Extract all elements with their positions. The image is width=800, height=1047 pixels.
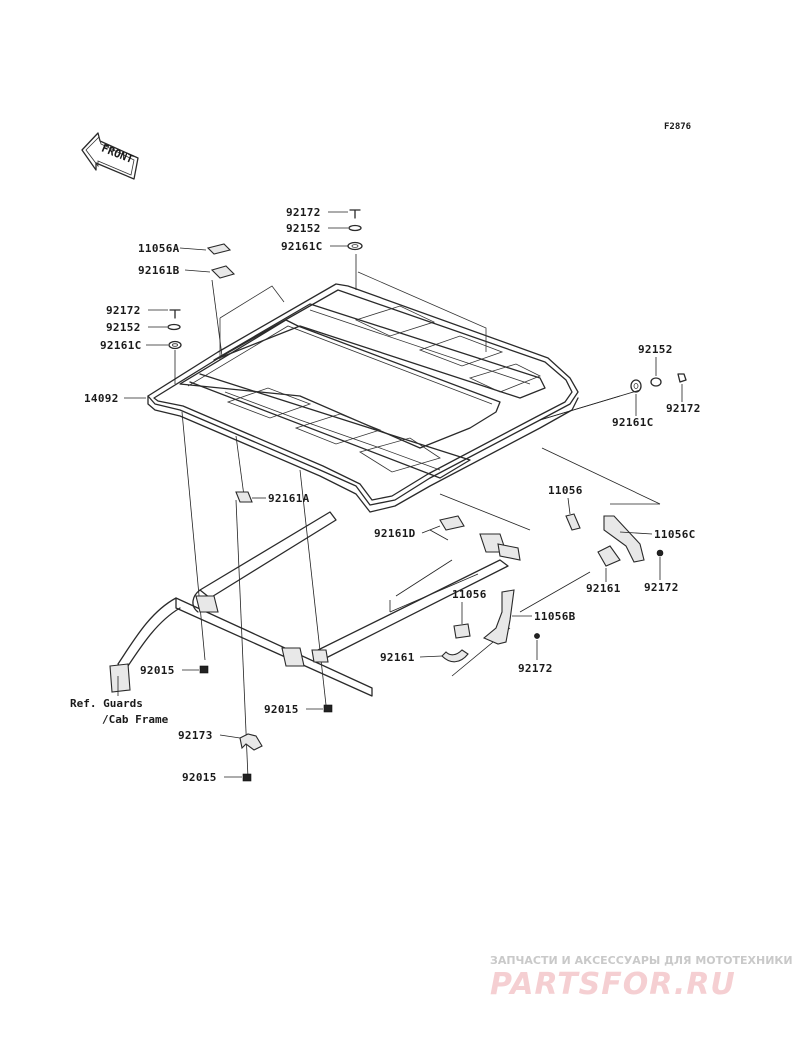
label-92172-left: 92172 — [106, 304, 141, 317]
label-92161C-right: 92161C — [612, 416, 654, 429]
callout-labels: 92172 92152 92161C 11056A 92161B 92172 9… — [70, 206, 701, 784]
hardware — [167, 209, 687, 782]
front-direction-arrow: FRONT — [81, 132, 139, 180]
watermark: ЗАПЧАСТИ И АКСЕССУАРЫ ДЛЯ МОТОТЕХНИКИ PA… — [490, 954, 793, 1002]
label-92015-mid: 92015 — [264, 703, 299, 716]
label-92172-right: 92172 — [666, 402, 701, 415]
label-14092: 14092 — [84, 392, 119, 405]
label-92173: 92173 — [178, 729, 213, 742]
label-11056B: 11056B — [534, 610, 576, 623]
label-11056-upper: 11056 — [548, 484, 583, 497]
label-92152-right: 92152 — [638, 343, 673, 356]
label-92161A: 92161A — [268, 492, 310, 505]
label-11056A: 11056A — [138, 242, 180, 255]
label-92161C-left: 92161C — [100, 339, 142, 352]
label-11056C: 11056C — [654, 528, 696, 541]
label-92152-left: 92152 — [106, 321, 141, 334]
label-92015-bottom: 92015 — [182, 771, 217, 784]
label-92172-top: 92172 — [286, 206, 321, 219]
label-11056-lower: 11056 — [452, 588, 487, 601]
front-label: FRONT — [100, 142, 136, 167]
ref-note-line1: Ref. Guards — [70, 697, 143, 710]
label-92161B: 92161B — [138, 264, 180, 277]
label-92172-lower: 92172 — [518, 662, 553, 675]
cab-frame-tubes — [109, 511, 521, 697]
label-92172-mid: 92172 — [644, 581, 679, 594]
watermark-brand: PARTSFOR.RU — [490, 967, 736, 1002]
label-92161D: 92161D — [374, 527, 416, 540]
roof-panel — [147, 271, 579, 513]
label-92161-right: 92161 — [586, 582, 621, 595]
label-92015-left: 92015 — [140, 664, 175, 677]
ref-note-line2: /Cab Frame — [102, 713, 169, 726]
label-92152-top: 92152 — [286, 222, 321, 235]
assembly-guide-lines — [174, 254, 661, 779]
label-92161-lower: 92161 — [380, 651, 415, 664]
watermark-tagline: ЗАПЧАСТИ И АКСЕССУАРЫ ДЛЯ МОТОТЕХНИКИ — [490, 954, 793, 967]
label-92161C-top: 92161C — [281, 240, 323, 253]
figure-code: F2876 — [664, 122, 691, 132]
